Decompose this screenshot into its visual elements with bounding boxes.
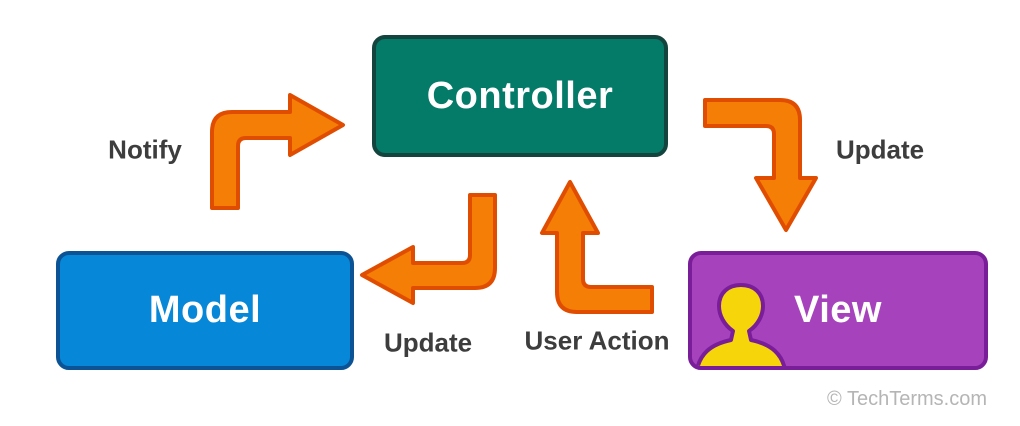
model-box: Model [56, 251, 354, 370]
user-icon [695, 283, 787, 366]
notify-label: Notify [108, 134, 182, 165]
controller-label: Controller [426, 74, 614, 117]
model-label: Model [148, 289, 262, 331]
view-box: View [688, 251, 988, 370]
notify-arrow [210, 93, 345, 210]
update-model-arrow [360, 193, 497, 305]
credit-text: © TechTerms.com [827, 388, 987, 410]
user-action-label: User Action [524, 325, 670, 356]
user-icon-shape [695, 283, 787, 366]
user-action-arrow [540, 180, 654, 314]
view-label: View [794, 289, 882, 331]
update-view-label: Update [835, 134, 925, 165]
update-view-arrow [703, 98, 818, 232]
controller-box: Controller [372, 35, 668, 157]
update-model-label: Update [383, 327, 473, 358]
